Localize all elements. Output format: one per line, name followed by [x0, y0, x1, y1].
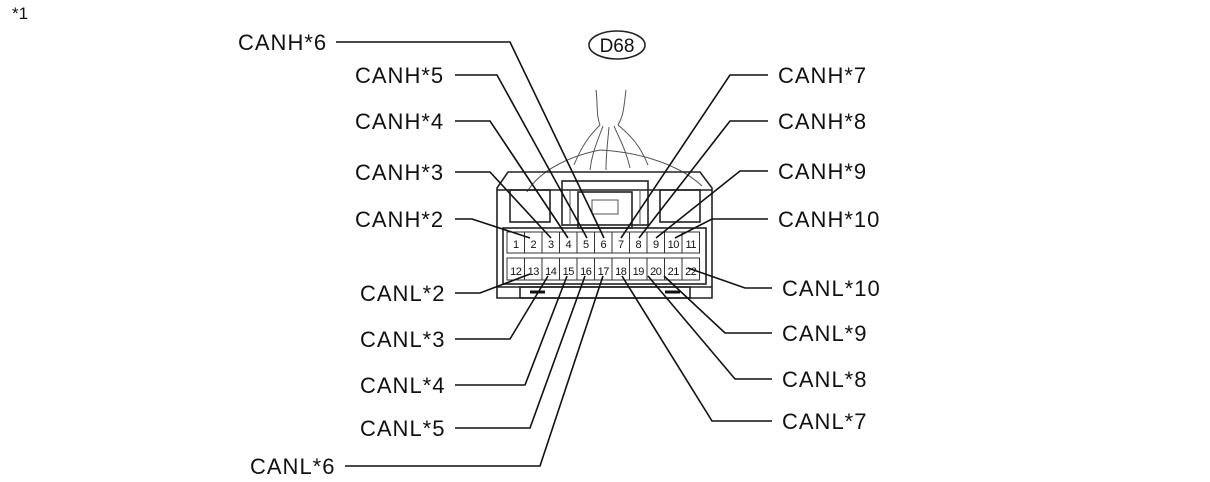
leader-canl-8	[647, 275, 772, 380]
lock-tab-right	[659, 189, 701, 223]
pin-number-3: 3	[548, 239, 554, 251]
label-canl-4: CANL*4	[360, 373, 445, 398]
signal-labels: CANH*6 CANH*5 CANH*4 CANH*3 CANH*2 CANH*…	[238, 30, 881, 479]
label-canh-2: CANH*2	[355, 207, 444, 232]
label-canh-10: CANH*10	[778, 207, 880, 232]
pin-number-16: 16	[580, 266, 592, 278]
pin-number-15: 15	[563, 266, 575, 278]
connector-id-badge: D68	[588, 30, 646, 60]
bottom-key	[519, 286, 691, 299]
leader-canh-2	[455, 218, 531, 239]
leader-canl-6	[345, 275, 604, 467]
label-canh-9: CANH*9	[778, 159, 867, 184]
leader-canh-4	[455, 120, 569, 239]
label-canh-5: CANH*5	[355, 63, 444, 88]
leader-lines	[336, 41, 772, 467]
connector-id-ellipse	[588, 30, 646, 60]
figure-reference: *1	[12, 4, 28, 23]
label-canh-6: CANH*6	[238, 30, 327, 55]
pin-number-1: 1	[513, 239, 519, 251]
pin-number-7: 7	[618, 239, 624, 251]
label-canl-9: CANL*9	[782, 321, 867, 346]
leader-canh-6	[336, 41, 605, 239]
leader-canl-10	[687, 267, 772, 289]
wire-harness	[526, 89, 703, 193]
leader-canl-7	[621, 275, 772, 422]
pin-number-2: 2	[530, 239, 536, 251]
label-canh-7: CANH*7	[778, 63, 867, 88]
pin-number-5: 5	[583, 239, 589, 251]
leader-canl-9	[663, 275, 772, 334]
leader-canl-5	[455, 275, 586, 429]
label-canl-8: CANL*8	[782, 367, 867, 392]
label-canl-7: CANL*7	[782, 409, 867, 434]
pin-number-6: 6	[600, 239, 606, 251]
pin-number-19: 19	[633, 266, 645, 278]
pin-number-14: 14	[545, 266, 557, 278]
pin-number-12: 12	[510, 266, 522, 278]
label-canh-8: CANH*8	[778, 109, 867, 134]
label-canl-2: CANL*2	[360, 281, 445, 306]
pin-number-8: 8	[635, 239, 641, 251]
latch-window	[591, 199, 619, 215]
leader-canl-3	[455, 275, 549, 340]
label-canl-3: CANL*3	[360, 327, 445, 352]
leader-canh-9	[655, 170, 768, 239]
label-canl-10: CANL*10	[782, 276, 881, 301]
pin-number-18: 18	[615, 266, 627, 278]
pin-number-17: 17	[598, 266, 610, 278]
leader-canh-3	[455, 171, 552, 239]
pin-number-11: 11	[686, 239, 697, 251]
leader-canh-8	[638, 120, 768, 239]
pin-number-22: 22	[685, 266, 697, 278]
label-canl-5: CANL*5	[360, 416, 445, 441]
pin-number-10: 10	[668, 239, 680, 251]
leader-canh-5	[455, 74, 588, 239]
pin-cell-11	[681, 231, 700, 254]
pin-number-9: 9	[653, 239, 659, 251]
lock-tab-left	[509, 189, 551, 223]
latch-outer	[561, 180, 649, 226]
label-canh-3: CANH*3	[355, 160, 444, 185]
label-canl-6: CANL*6	[250, 454, 335, 479]
connector-id: D68	[600, 36, 635, 57]
pin-area-frame	[502, 227, 707, 285]
pin-number-13: 13	[528, 266, 540, 278]
pin-number-21: 21	[668, 266, 680, 278]
leader-canh-10	[674, 218, 768, 239]
leader-canl-4	[455, 275, 568, 386]
leader-canh-7	[620, 74, 768, 239]
pin-number-20: 20	[650, 266, 662, 278]
label-canh-4: CANH*4	[355, 109, 444, 134]
leader-canl-2	[455, 273, 531, 294]
pin-number-4: 4	[565, 239, 571, 251]
latch-inner	[577, 191, 633, 229]
